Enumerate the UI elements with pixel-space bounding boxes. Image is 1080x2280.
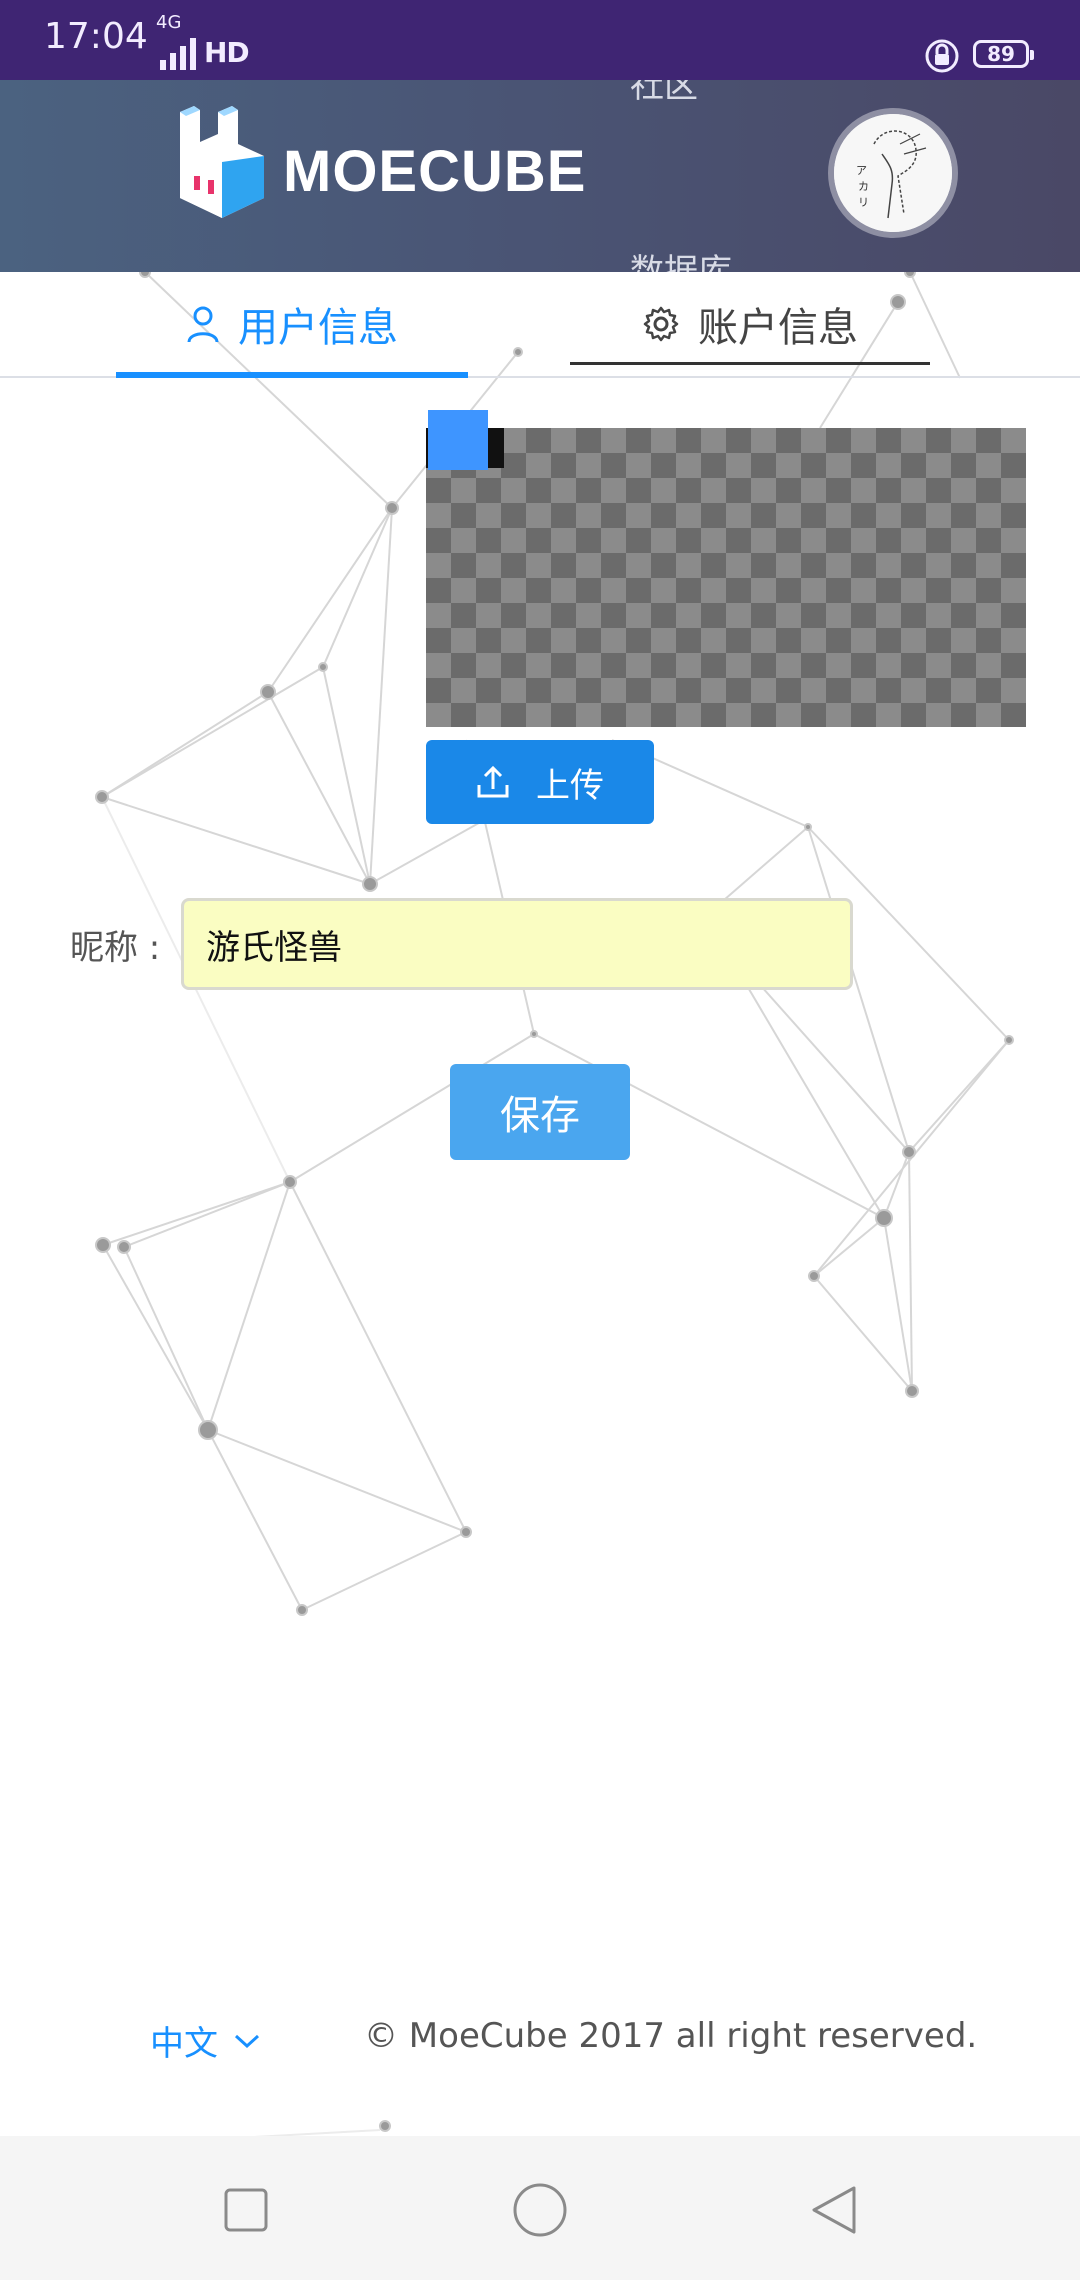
- network-type-label: 4G: [156, 12, 182, 33]
- status-bar: 17:04 4G HD 89: [0, 0, 1080, 80]
- chevron-down-icon: [234, 2034, 260, 2048]
- nav-database[interactable]: 数据库: [630, 252, 732, 272]
- svg-text:ア: ア: [856, 164, 867, 177]
- language-selector[interactable]: 中文: [150, 2016, 260, 2065]
- copyright-text: © MoeCube 2017 all right reserved.: [364, 2016, 978, 2056]
- user-icon: [186, 305, 220, 343]
- system-navigation-bar: [0, 2136, 1080, 2280]
- upload-button-label: 上传: [536, 765, 604, 806]
- status-time: 17:04: [44, 16, 148, 57]
- tab-account-info[interactable]: 账户信息: [570, 272, 930, 376]
- back-icon[interactable]: [804, 2180, 864, 2240]
- active-tab-indicator: [116, 372, 468, 378]
- nav-community[interactable]: 社区: [630, 80, 698, 106]
- site-header: 社区 MOECUBE 数据库 ア カ リ: [0, 80, 1080, 272]
- svg-text:リ: リ: [858, 196, 869, 209]
- battery-indicator: 89: [973, 40, 1029, 68]
- signal-icon: [160, 38, 196, 70]
- tab-account-underline: [570, 362, 930, 365]
- user-avatar[interactable]: ア カ リ: [828, 108, 958, 238]
- tabs-divider: [0, 376, 1080, 378]
- logo-text[interactable]: MOECUBE: [283, 139, 587, 204]
- crop-handle[interactable]: [428, 410, 488, 470]
- recent-apps-icon[interactable]: [216, 2180, 276, 2240]
- upload-icon: [477, 765, 509, 798]
- nickname-label: 昵称 :: [70, 928, 161, 968]
- svg-text:カ: カ: [858, 180, 869, 193]
- avatar-crop-area[interactable]: [426, 428, 1026, 727]
- home-icon[interactable]: [510, 2180, 570, 2240]
- tab-account-info-label: 账户信息: [698, 305, 858, 351]
- language-label: 中文: [150, 2024, 218, 2064]
- nickname-input[interactable]: [181, 898, 853, 990]
- battery-tip: [1030, 50, 1034, 60]
- tab-user-info[interactable]: 用户信息: [116, 272, 468, 376]
- lock-rotation-icon: [925, 39, 959, 73]
- avatar-sketch-icon: ア カ リ: [834, 114, 952, 232]
- upload-button[interactable]: 上传: [426, 740, 654, 824]
- hd-badge: HD: [204, 36, 250, 69]
- tab-user-info-label: 用户信息: [238, 305, 398, 351]
- gear-icon: [642, 305, 680, 343]
- moecube-logo-icon[interactable]: [172, 102, 272, 222]
- save-button[interactable]: 保存: [450, 1064, 630, 1160]
